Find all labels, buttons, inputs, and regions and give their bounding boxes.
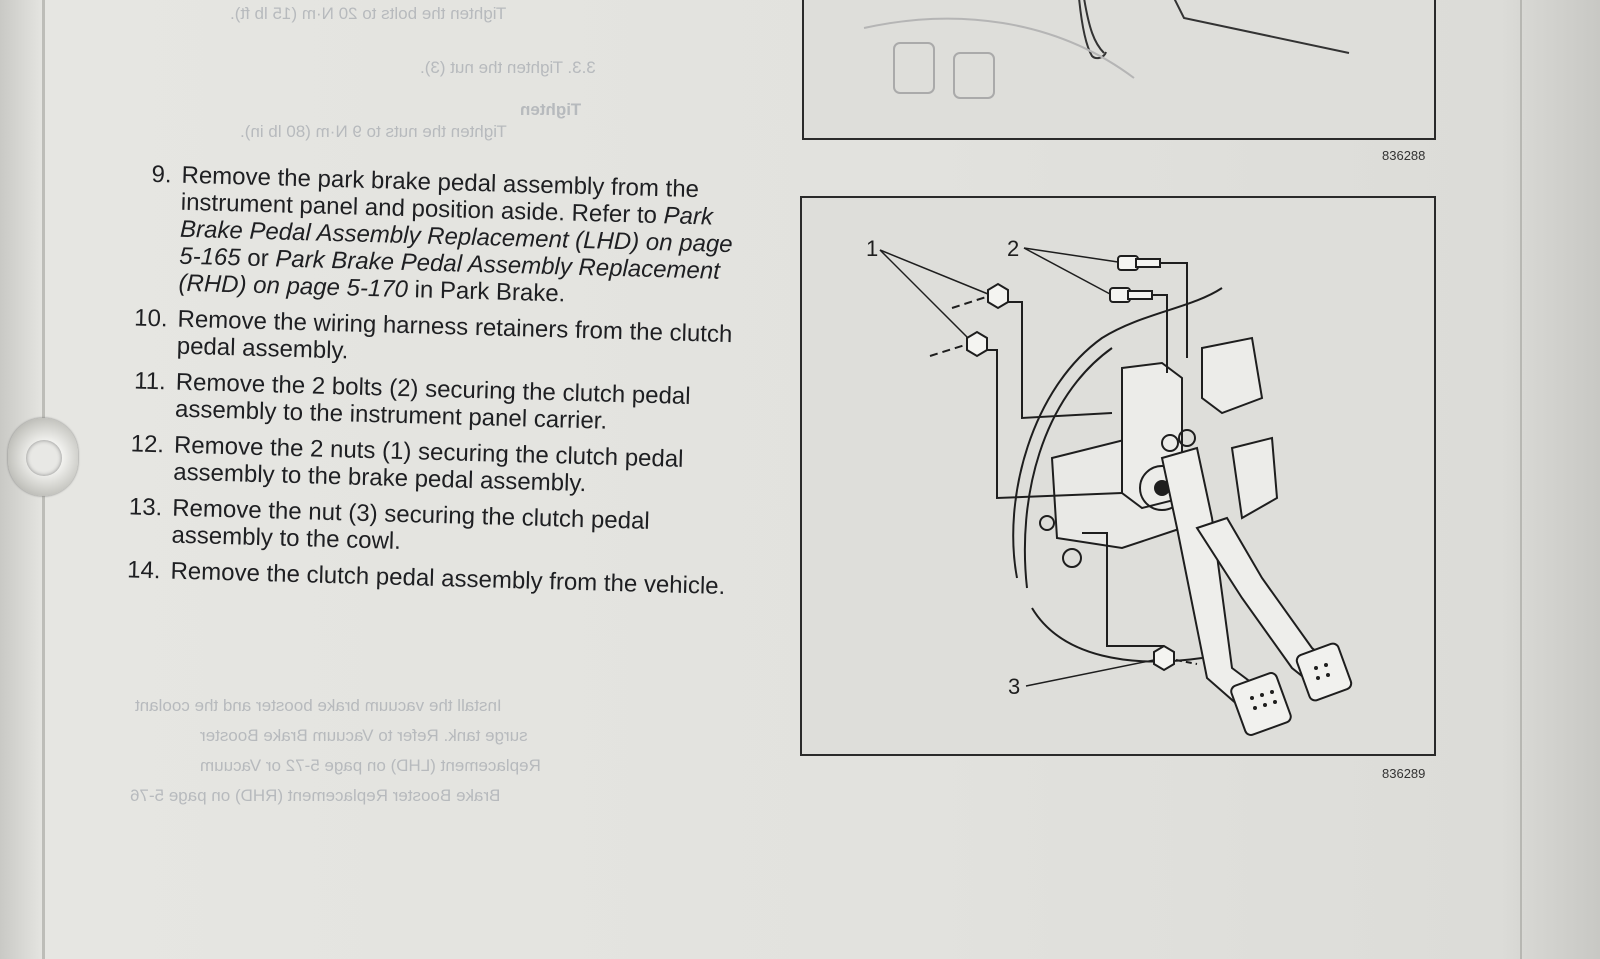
ghost-text-line: Brake Booster Replacement (RHD) on page … [130,786,501,805]
step-number: 10. [133,304,168,333]
step-number: 11. [133,367,167,396]
step-number: 9. [151,160,172,189]
ghost-text-line: Tighten the nuts to 9 N·m (80 lb in). [240,122,507,141]
ghost-text-line: 3.3. Tighten the nut (3). [420,58,596,77]
callout-3: 3 [1008,674,1020,699]
step-11: 11. Remove the 2 bolts (2) securing the … [113,367,754,439]
ghost-text-line: surge tank. Refer to Vacuum Brake Booste… [200,726,528,745]
step-number: 13. [128,493,163,522]
callout-1: 1 [866,236,878,261]
page-edge-line [1520,0,1522,959]
step-13: 13. Remove the nut (3) securing the clut… [109,493,750,565]
binder-ring-hole [26,440,62,476]
clutch-pedal-illustration: 1 2 3 [866,236,1353,736]
step-text: Remove the 2 bolts (2) securing the clut… [174,368,691,435]
step-number: 12. [130,430,165,459]
step-text: Remove the nut (3) securing the clutch p… [171,494,651,555]
procedure-steps: 9. Remove the park brake pedal assembly … [108,160,760,610]
figure-number: 836288 [1382,148,1426,163]
ghost-text-line: Replacement (LHD) on page 5-72 or Vacuum [200,756,541,775]
step-text: Remove the clutch pedal assembly from th… [170,557,726,601]
step-text: Remove the park brake pedal assembly fro… [178,162,760,313]
ghost-text-line: Install the vacuum brake booster and the… [135,696,502,715]
callout-2: 2 [1007,236,1019,261]
step-10: 10. Remove the wiring harness retainers … [114,304,755,376]
step-12: 12. Remove the 2 nuts (1) securing the c… [111,430,752,502]
step-14: 14. Remove the clutch pedal assembly fro… [108,556,749,601]
step-9: 9. Remove the park brake pedal assembly … [116,160,760,313]
step-text: Remove the 2 nuts (1) securing the clutc… [172,431,684,498]
figure-top-illustration [863,0,1350,99]
figure-number: 836289 [1382,766,1426,781]
step-text-part: in Park Brake. [407,276,566,308]
step-text-part: or [240,244,276,273]
ghost-text-line: Tighten [520,100,582,119]
step-number: 14. [126,556,161,585]
figure-clutch-pedal: 1 2 3 [800,196,1436,756]
ghost-text-line: Tighten the bolts to 20 N·m (15 lb ft). [230,4,507,23]
figure-top [802,0,1436,140]
step-text: Remove the wiring harness retainers from… [176,305,733,365]
